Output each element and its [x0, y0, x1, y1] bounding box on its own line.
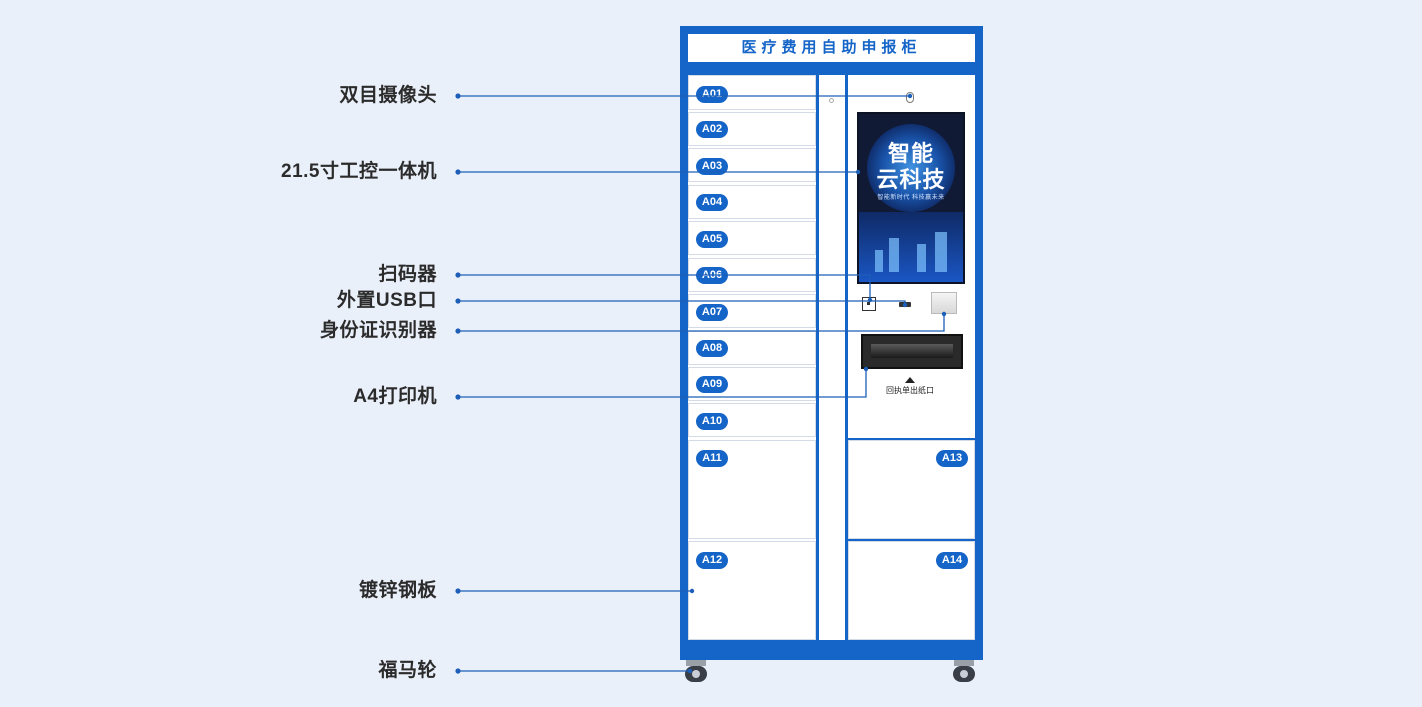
arrow-up-icon [905, 377, 915, 383]
locker-badge: A06 [696, 267, 728, 284]
building-graphic [935, 232, 947, 272]
a4-printer [861, 334, 963, 369]
indicator-light-icon [829, 98, 834, 103]
caster-wheel-icon [683, 660, 709, 682]
qr-scanner-icon [862, 297, 876, 311]
locker-badge: A14 [936, 552, 968, 569]
callout-usb-port: 外置USB口 [336, 290, 437, 311]
locker-badge: A03 [696, 158, 728, 175]
usb-port-icon [899, 302, 911, 307]
screen-slogan: 智能新时代 科技赢未来 [877, 195, 945, 201]
locker-badge: A08 [696, 340, 728, 357]
locker-badge: A07 [696, 304, 728, 321]
callout-id-reader: 身份证识别器 [319, 320, 437, 341]
leader-dot [455, 298, 461, 304]
locker-badge: A11 [696, 450, 728, 467]
building-graphic [875, 250, 883, 272]
callout-casters: 福马轮 [378, 660, 437, 681]
building-graphic [889, 238, 899, 272]
touch-screen[interactable]: 智能 云科技 智能新时代 科技赢未来 [857, 112, 965, 284]
callout-steel-plate: 镀锌钢板 [358, 580, 437, 601]
cabinet-title: 医疗费用自助申报柜 [688, 34, 975, 62]
screen-headline: 智能 [887, 141, 934, 166]
locker-badge: A02 [696, 121, 728, 138]
leader-dot [455, 588, 461, 594]
locker-badge: A04 [696, 194, 728, 211]
callout-camera: 双目摄像头 [339, 85, 437, 106]
id-card-reader-icon [931, 292, 957, 314]
locker-badge: A05 [696, 231, 728, 248]
callout-scanner: 扫码器 [378, 264, 437, 285]
camera-icon [906, 92, 914, 103]
locker-badge: A01 [696, 86, 728, 103]
locker-badge: A09 [696, 376, 728, 393]
locker-badge: A12 [696, 552, 728, 569]
leader-dot [455, 394, 461, 400]
paper-exit-label: 回执单出纸口 [886, 386, 934, 395]
leader-dot [455, 169, 461, 175]
globe-graphic [867, 124, 955, 212]
building-graphic [917, 244, 926, 272]
locker-badge: A13 [936, 450, 968, 467]
screen-headline: 云科技 [876, 167, 946, 192]
middle-strip [819, 75, 845, 640]
leader-dot [455, 272, 461, 278]
printer-slot [871, 344, 953, 358]
leader-dot [455, 668, 461, 674]
caster-wheel-icon [951, 660, 977, 682]
locker-badge: A10 [696, 413, 728, 430]
callout-touch-computer: 21.5寸工控一体机 [281, 161, 437, 182]
callout-printer: A4打印机 [353, 386, 437, 407]
leader-dot [455, 328, 461, 334]
leader-dot [455, 93, 461, 99]
